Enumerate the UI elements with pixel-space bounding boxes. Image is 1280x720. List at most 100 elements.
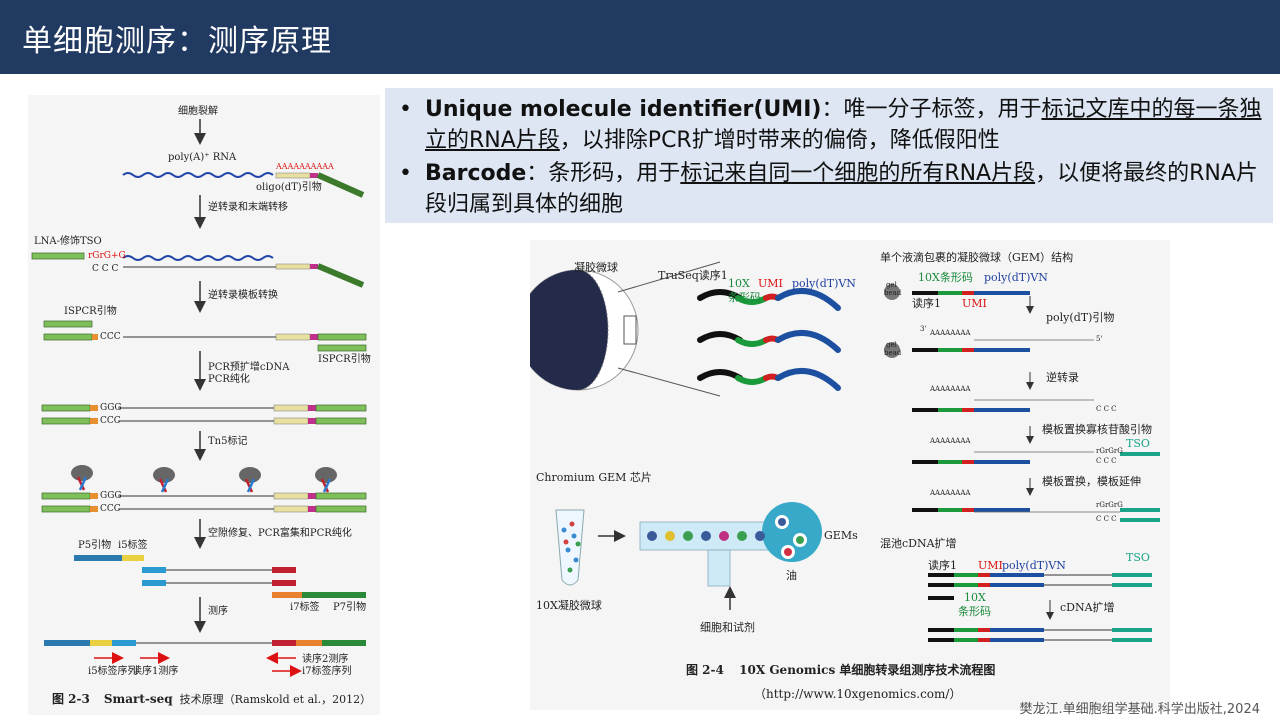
definition-box: Unique molecule identifier(UMI)：唯一分子标签，用… xyxy=(385,88,1273,223)
caption-fig-2-3: 图 2-3 Smart-seq 技术原理（Ramskold et al.，201… xyxy=(52,693,371,705)
slide-title: 单细胞测序：测序原理 xyxy=(22,24,332,59)
label-tn5: Tn5标记 xyxy=(208,436,248,447)
caption-text: 技术原理（Ramskold et al.，2012） xyxy=(179,693,372,706)
label-rgrgrg-1: rGrGrG xyxy=(1096,447,1123,455)
caption-fig-2-4: 图 2-4 10X Genomics 单细胞转录组测序技术流程图 xyxy=(686,664,995,676)
label-polydt-pool: poly(dT)VN xyxy=(1002,559,1066,572)
label-lysis: 细胞裂解 xyxy=(178,106,218,117)
label-read2: 读序2测序 xyxy=(302,654,349,665)
chip-beads xyxy=(647,515,807,559)
label-ccc-4: CCC xyxy=(100,504,121,514)
bullet-umi: Unique molecule identifier(UMI)：唯一分子标签，用… xyxy=(395,94,1265,156)
bullet-barcode: Barcode：条形码，用于标记来自同一个细胞的所有RNA片段，以便将最终的RN… xyxy=(395,158,1265,220)
label-template-switch-oligo: 模板置换寡核苷酸引物 xyxy=(1042,423,1152,436)
bullet-list: Unique molecule identifier(UMI)：唯一分子标签，用… xyxy=(395,94,1265,222)
label-template-extend: 模板置换，模板延伸 xyxy=(1042,475,1141,488)
label-gem-structure: 单个液滴包裹的凝胶微球（GEM）结构 xyxy=(880,251,1074,264)
caption-number-2: 图 2-4 xyxy=(686,663,724,677)
label-5prime: 5' xyxy=(1096,335,1103,343)
label-tso: TSO xyxy=(1126,437,1150,450)
label-tso-pool: TSO xyxy=(1126,551,1150,564)
label-i5-seq: i5标签序列 xyxy=(88,666,138,677)
label-ispcr-primer-2: ISPCR引物 xyxy=(318,354,371,365)
underline-umi: 标记文库中的每一条独立的RNA片段 xyxy=(425,97,1262,153)
label-umi: UMI xyxy=(758,277,783,290)
caption-title: Smart-seq xyxy=(103,692,173,706)
label-gel-2: gel xyxy=(886,341,897,349)
label-chromium-chip: Chromium GEM 芯片 xyxy=(536,471,652,484)
sep-barcode: ：条形码，用于 xyxy=(526,161,681,186)
label-10x-pool: 10X xyxy=(964,591,986,604)
label-10x-barcode: 10X条形码 xyxy=(918,272,973,283)
sep-umi: ：唯一分子标签，用于 xyxy=(821,97,1042,122)
label-polydt-2: poly(dT)VN xyxy=(984,271,1048,284)
label-sequencing: 测序 xyxy=(208,606,228,617)
label-bead-1: bead xyxy=(884,289,902,297)
label-ispcr-primer-1: ISPCR引物 xyxy=(64,306,117,317)
label-ccc-c: C C C xyxy=(1096,515,1117,523)
label-rt-tailing: 逆转录和末端转移 xyxy=(208,202,288,213)
label-10x-beads: 10X凝胶微球 xyxy=(536,599,602,612)
label-ccc-a: C C C xyxy=(1096,405,1117,413)
label-i5-index: i5标签 xyxy=(118,540,148,551)
title-bar: 单细胞测序：测序原理 xyxy=(0,0,1280,74)
label-polya-rna: poly(A)⁺ RNA xyxy=(168,152,237,163)
label-gel-bead: 凝胶微球 xyxy=(574,261,618,274)
label-oligo-primer: oligo(dT)引物 xyxy=(256,182,322,193)
label-cdna-amp: cDNA扩增 xyxy=(1060,601,1115,614)
tn5-transposase xyxy=(71,465,337,483)
label-oil: 油 xyxy=(786,569,797,582)
label-gap-repair: 空隙修复、PCR富集和PCR纯化 xyxy=(208,528,352,539)
label-polydt-primer: poly(dT)引物 xyxy=(1046,311,1115,324)
rest-umi: ，以排除PCR扩增时带来的偏倚，降低假阳性 xyxy=(559,128,1000,153)
label-polya-tail: AAAAAAAAAA xyxy=(276,162,334,171)
term-barcode: Barcode xyxy=(425,161,527,186)
label-read1-pool: 读序1 xyxy=(928,559,957,572)
label-ccc-b: C C C xyxy=(1096,457,1117,465)
caption-number: 图 2-3 xyxy=(52,692,90,706)
label-polya-3: AAAAAAAA xyxy=(930,437,971,445)
tenx-figure: 凝胶微球 TruSeq读序1 10X 条形码 UMI poly(dT)VN 单个… xyxy=(530,240,1170,710)
label-polya-1: AAAAAAAA xyxy=(930,329,971,337)
rest-barcode: ，以便将最终的RNA片段归属到具体的细胞 xyxy=(425,161,1258,217)
label-pool-amp: 混池cDNA扩增 xyxy=(880,537,957,550)
label-barcode-pool: 条形码 xyxy=(958,605,991,618)
label-umi-gem: UMI xyxy=(962,297,987,310)
label-rgrgrg-2: rGrGrG xyxy=(1096,501,1123,509)
label-bead-2: bead xyxy=(884,349,902,357)
term-umi: Unique molecule identifier(UMI) xyxy=(425,97,822,122)
label-polydt-vn: poly(dT)VN xyxy=(792,277,856,290)
tenx-diagram xyxy=(530,261,1160,642)
label-3prime: 3' xyxy=(920,325,927,333)
smartseq-diagram xyxy=(31,119,367,677)
label-10x-text: 10X xyxy=(918,271,940,284)
label-read1: 读序1测序 xyxy=(132,666,179,677)
label-polya-2: AAAAAAAA xyxy=(930,385,971,393)
smartseq-figure: 细胞裂解 poly(A)⁺ RNA AAAAAAAAAA oligo(dT)引物… xyxy=(28,95,380,715)
label-i7-seq: i7标签序列 xyxy=(302,666,352,677)
label-rt: 逆转录 xyxy=(1046,371,1079,384)
label-pcr-preamp: PCR预扩增cDNA xyxy=(208,362,290,373)
caption-title-2: 10X Genomics 单细胞转录组测序技术流程图 xyxy=(739,663,996,677)
pooled-amplification xyxy=(928,573,1152,642)
label-p7-primer: P7引物 xyxy=(333,602,367,613)
label-template-switch: 逆转录模板转换 xyxy=(208,290,278,301)
label-barcode-text: 条形码 xyxy=(939,271,973,284)
caption-url: （http://www.10xgenomics.com/） xyxy=(754,687,962,701)
label-barcode-cn: 条形码 xyxy=(728,291,761,304)
gem-structures xyxy=(884,284,1160,522)
label-pcr-purify: PCR纯化 xyxy=(208,374,250,385)
label-read1-gem: 读序1 xyxy=(912,297,941,310)
label-polya-4: AAAAAAAA xyxy=(930,489,971,497)
label-tso-seq: rGrG+G xyxy=(88,251,126,261)
label-10x: 10X xyxy=(728,277,750,290)
label-ccc-2: CCC xyxy=(100,332,121,342)
citation-footer: 樊龙江.单细胞组学基础.科学出版社,2024 xyxy=(1019,702,1260,717)
label-ggg: GGG xyxy=(100,403,122,413)
label-ccc-3: CCC xyxy=(100,416,121,426)
label-ggg-2: GGG xyxy=(100,491,122,501)
label-umi-pool: UMI xyxy=(978,559,1003,572)
label-truseq: TruSeq读序1 xyxy=(658,269,728,282)
label-cells-reagents: 细胞和试剂 xyxy=(700,621,755,634)
label-p5-primer: P5引物 xyxy=(78,540,112,551)
